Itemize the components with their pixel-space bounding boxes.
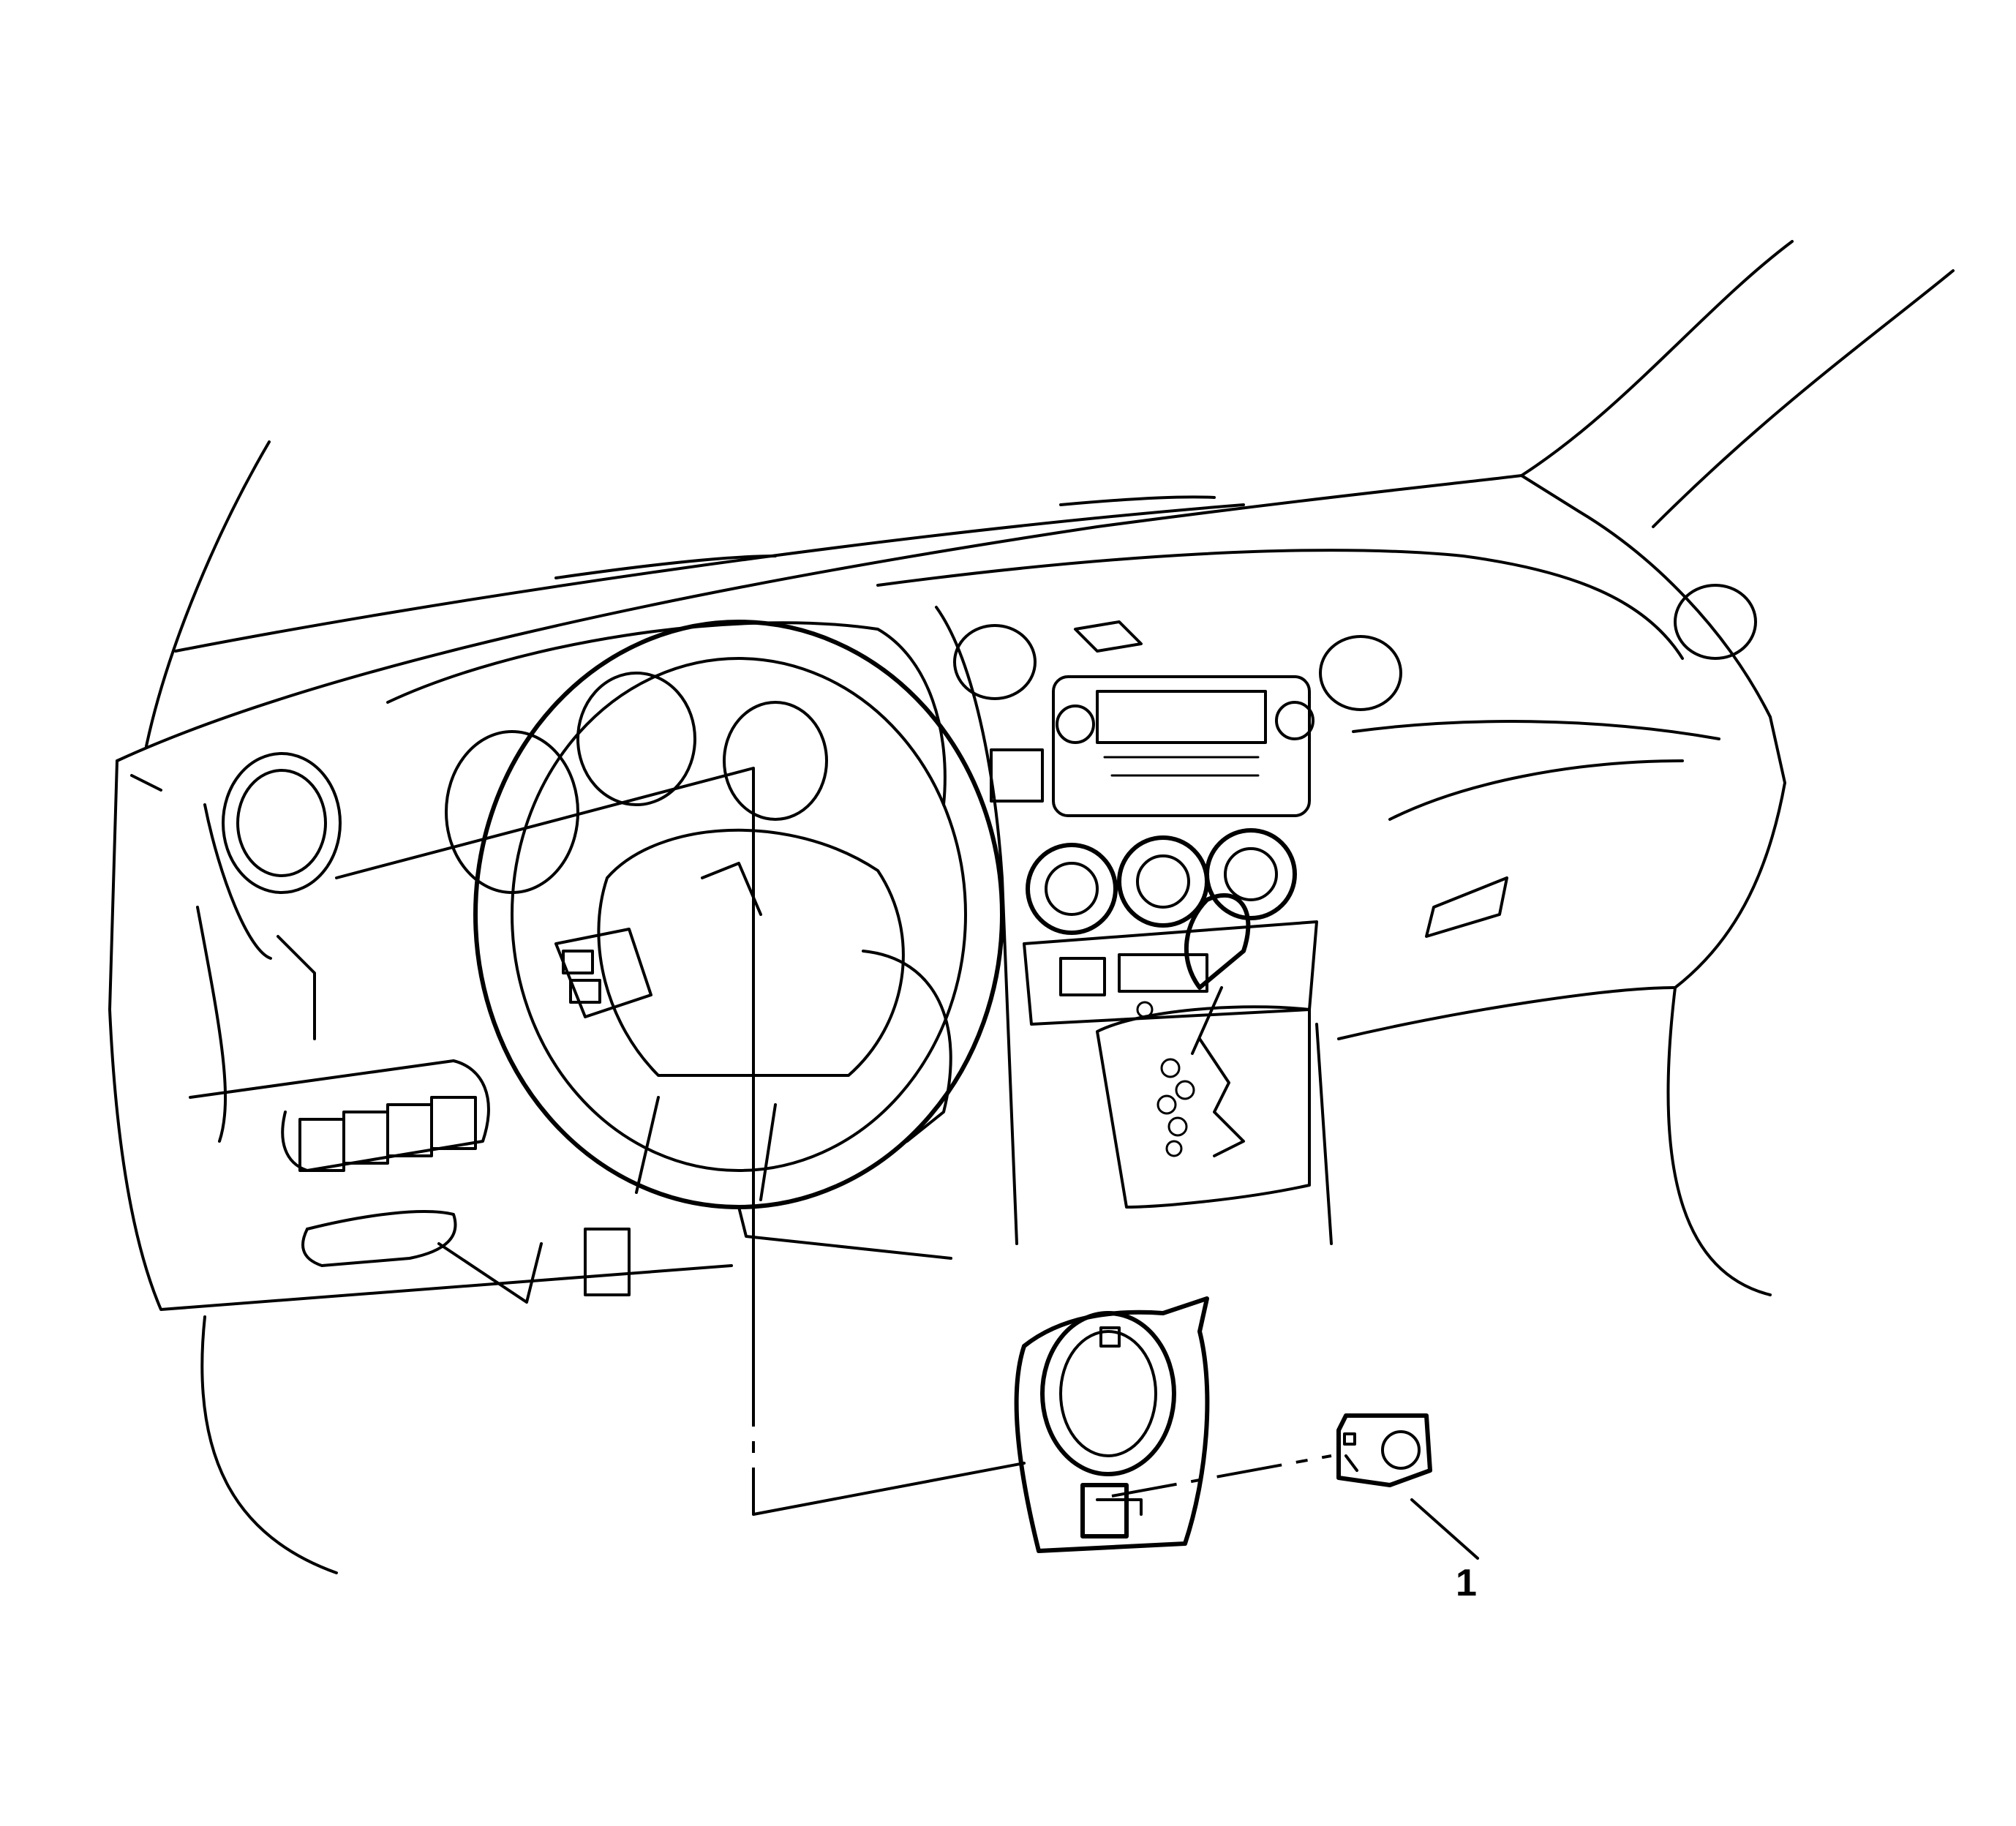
switch-bezel-exploded (1014, 1296, 1210, 1553)
leader-lines (335, 767, 1479, 1560)
passenger-dash (1315, 584, 1757, 1245)
switch-component (1336, 1413, 1432, 1487)
callout-1: 1 (1456, 1562, 1477, 1604)
shift-lever (1136, 893, 1251, 1157)
steering-wheel (437, 620, 1004, 1304)
left-dash (108, 752, 733, 1311)
body-outline (145, 240, 1955, 1574)
instrument-cluster (386, 621, 947, 894)
dashboard-top (116, 474, 1786, 1040)
center-stack (935, 606, 1402, 1245)
